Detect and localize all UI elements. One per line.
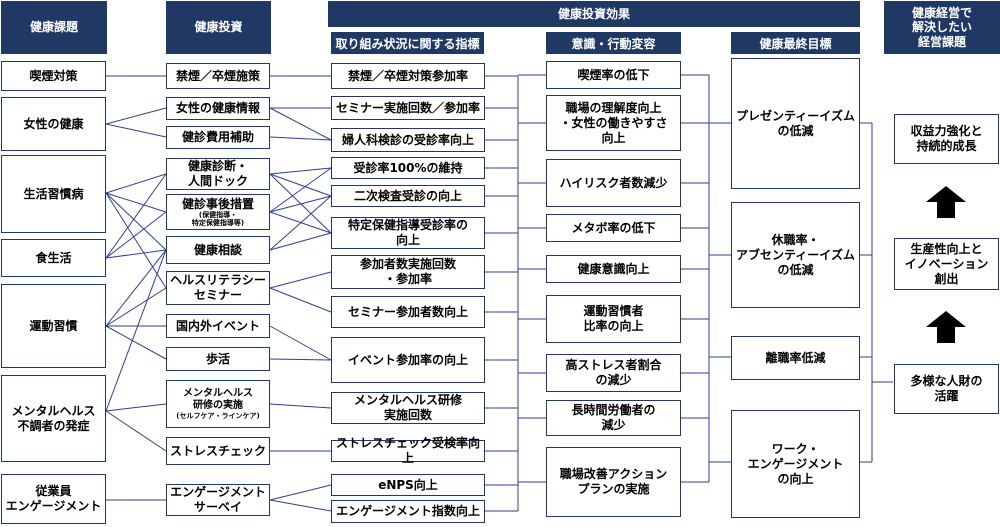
investment-followup-note: (保健指導・ 特定保健指導等) — [191, 210, 245, 227]
management-profitability: 収益力強化と 持続的成長 — [894, 114, 999, 164]
header-issues: 健康課題 — [1, 1, 107, 54]
indicator-enps: eNPS向上 — [331, 474, 485, 496]
behavior-high-risk: ハイリスク者数減少 — [546, 159, 681, 207]
behavior-exercise-ratio: 運動習慣者 比率の向上 — [546, 295, 681, 343]
indicator-seminar-count: セミナー実施回数／参加率 — [331, 96, 485, 120]
up-arrow-icon — [926, 311, 966, 343]
investment-smoking: 禁煙／卒煙施策 — [166, 63, 270, 89]
indicator-smoking-participation: 禁煙／卒煙対策参加率 — [331, 63, 485, 89]
investment-consult: 健康相談 — [166, 236, 270, 264]
investment-health-check: 健康診断・ 人間ドック — [166, 158, 270, 190]
investment-engagement-survey: エンゲージメント サーベイ — [166, 484, 270, 516]
behavior-high-stress: 高ストレス者割合 の減少 — [546, 354, 681, 392]
indicator-secondary-exam: 二次検査受診の向上 — [331, 185, 485, 207]
investment-checkup-subsidy: 健診費用補助 — [166, 126, 270, 149]
management-productivity: 生産性向上と イノベーション 創出 — [894, 238, 999, 290]
investment-followup: 健診事後措置 (保健指導・ 特定保健指導等) — [166, 194, 270, 230]
up-arrow-icon — [926, 186, 966, 218]
header-management-issues: 健康経営で 解決したい 経営課題 — [884, 1, 1000, 54]
goal-turnover: 離職率低減 — [731, 336, 860, 380]
issue-engagement: 従業員 エンゲージメント — [1, 474, 106, 524]
indicator-event-participation: イベント参加率の向上 — [331, 337, 485, 383]
issue-diet: 食生活 — [1, 239, 106, 277]
subheader-indicators: 取り組み状況に関する指標 — [331, 32, 484, 54]
issue-mental-health: メンタルヘルス 不調者の発症 — [1, 375, 106, 462]
issue-women-health: 女性の健康 — [1, 97, 106, 151]
investment-stress-check: ストレスチェック — [166, 437, 270, 465]
indicator-engagement-index: エンゲージメント指数向上 — [331, 500, 485, 523]
behavior-health-awareness: 健康意識向上 — [546, 255, 681, 283]
issue-exercise: 運動習慣 — [1, 284, 106, 368]
behavior-smoking-rate: 喫煙率の低下 — [546, 61, 681, 89]
behavior-long-hours: 長時間労働者の 減少 — [546, 400, 681, 436]
indicator-checkup-rate: 受診率100%の維持 — [331, 157, 485, 179]
indicator-mental-training-count: メンタルヘルス研修 実施回数 — [331, 392, 485, 424]
investment-events: 国内外イベント — [166, 314, 270, 338]
management-diversity: 多様な人財の 活躍 — [894, 364, 999, 414]
issue-smoking: 喫煙対策 — [1, 61, 106, 91]
issue-lifestyle-disease: 生活習慣病 — [1, 155, 106, 233]
investment-mental-training-label: メンタルヘルス 研修の実施 — [183, 387, 253, 412]
subheader-behavior: 意識・行動変容 — [546, 32, 681, 54]
header-investment: 健康投資 — [166, 1, 271, 54]
behavior-workplace-understanding: 職場の理解度向上 ・女性の働きやすさ 向上 — [546, 95, 681, 151]
investment-mental-training: メンタルヘルス 研修の実施 (セルフケア・ラインケア) — [166, 380, 270, 428]
behavior-improvement-plan: 職場改善アクション プランの実施 — [546, 447, 681, 517]
subheader-final-goal: 健康最終目標 — [731, 32, 860, 54]
goal-absenteeism: 休職率・ アブセンティーイズム の低減 — [731, 202, 860, 308]
indicator-participants: 参加者数実施回数 ・参加率 — [331, 255, 485, 289]
investment-walking: 歩活 — [166, 347, 270, 371]
indicator-specific-guidance: 特定保健指導受診率の 向上 — [331, 217, 485, 249]
indicator-seminar-participants: セミナー参加者数向上 — [331, 296, 485, 328]
investment-mental-training-note: (セルフケア・ラインケア) — [176, 411, 260, 420]
goal-work-engagement: ワーク・ エンゲージメント の向上 — [731, 410, 860, 518]
indicator-gyne-checkup: 婦人科検診の受診率向上 — [331, 128, 485, 152]
investment-women-info: 女性の健康情報 — [166, 97, 270, 120]
indicator-stress-check-rate: ストレスチェック受検率向上 — [331, 436, 485, 465]
goal-presenteeism: プレゼンティーイズム の低減 — [731, 58, 860, 189]
behavior-metabo-rate: メタボ率の低下 — [546, 214, 681, 242]
investment-literacy-seminar: ヘルスリテラシー セミナー — [166, 271, 270, 305]
header-effect: 健康投資効果 — [328, 1, 860, 27]
investment-followup-label: 健診事後措置 — [181, 196, 254, 211]
